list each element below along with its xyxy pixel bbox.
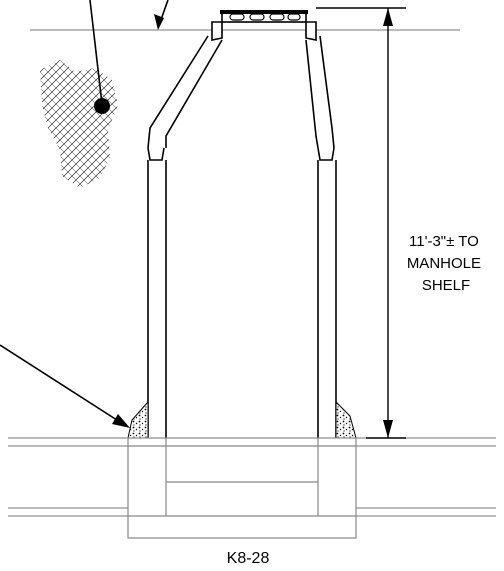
- grout-fillet-right: [335, 400, 357, 439]
- fillet-leader-line: [0, 344, 121, 423]
- soil-hatch-patch: [40, 60, 118, 188]
- dimension-label-line-2: MANHOLE: [407, 255, 481, 272]
- dimension-arrow-bottom: [383, 420, 393, 438]
- top-leader-arrowhead: [154, 14, 164, 30]
- sheet-id-label: K8-28: [227, 550, 270, 567]
- grade-lines: [8, 437, 496, 517]
- manhole-left-wall: [147, 35, 223, 438]
- soil-leader-line: [89, 0, 103, 105]
- manhole-base: [127, 437, 357, 539]
- fillet-leader-arrowhead: [112, 414, 130, 428]
- dimension-label-line-1: 11'-3"± TO: [409, 233, 479, 250]
- dimension-label: 11'-3"± TO MANHOLE SHELF: [407, 233, 485, 294]
- grout-fillet-left: [127, 400, 149, 439]
- frame-and-cover: [211, 10, 317, 41]
- dimension-arrow-top: [383, 8, 393, 26]
- dimension-label-line-3: SHELF: [422, 277, 470, 294]
- manhole-right-wall: [305, 35, 337, 438]
- soil-callout-dot: [94, 98, 110, 114]
- dimension-line: [316, 7, 406, 439]
